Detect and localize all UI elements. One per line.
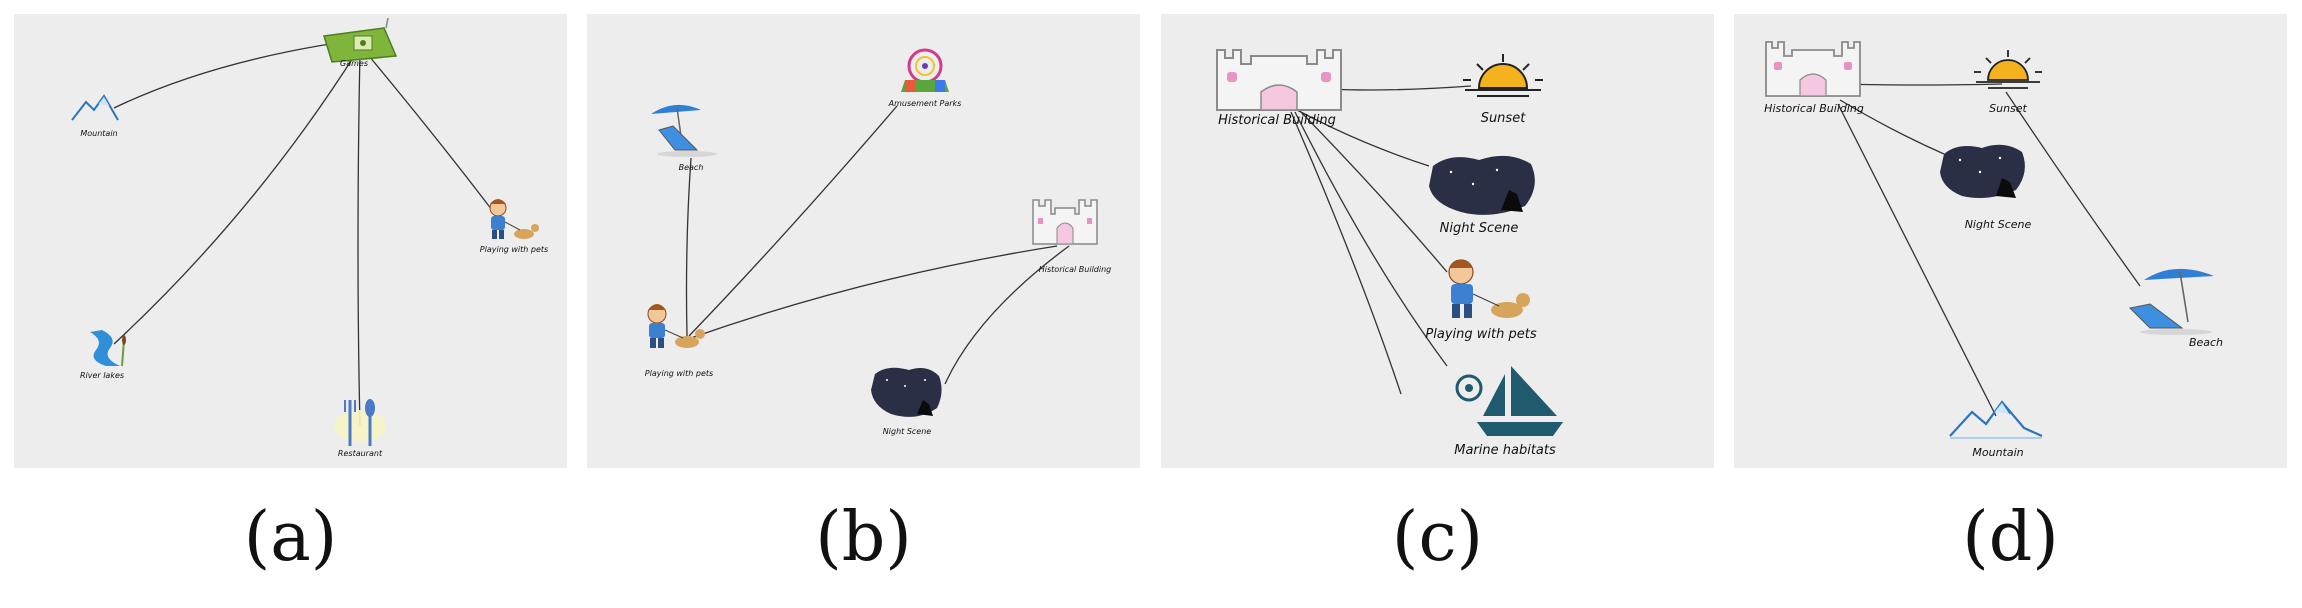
node-label-historical-building: Historical Building: [1039, 265, 1111, 274]
node-beach: Beach: [651, 104, 717, 172]
node-label-playing-with-pets: Playing with pets: [1425, 327, 1536, 342]
sunset-icon: [1974, 50, 2042, 89]
edge-historical-building-night-scene: [944, 245, 1070, 385]
node-mountain: Mountain: [1949, 400, 2043, 459]
node-label-mountain: Mountain: [1972, 446, 2023, 459]
node-mountain: Mountain: [71, 94, 119, 138]
boy-with-dog-icon: [647, 304, 705, 348]
node-playing-with-pets: Playing with pets: [480, 199, 548, 254]
panel-a: Games Mountain Playing with pets: [14, 14, 567, 468]
edges-b: [685, 105, 1070, 385]
graph-a: Games Mountain Playing with pets: [71, 17, 548, 458]
panel-c: Historical Building Sunset: [1161, 14, 1714, 468]
node-label-mountain: Mountain: [80, 129, 117, 138]
mountain-icon: [71, 94, 119, 121]
graph-b: Amusement Parks Beach Historical Buildin…: [645, 48, 1111, 436]
edge-games-mountain: [113, 39, 357, 109]
castle-icon: [1765, 41, 1861, 97]
caption-d: (d): [1962, 498, 2059, 577]
panel-d: Historical Building Sunset: [1734, 14, 2287, 468]
node-river-lakes: River lakes: [80, 330, 126, 380]
games-icon: [323, 17, 398, 63]
node-beach: Beach: [2128, 268, 2223, 349]
node-night-scene: Night Scene: [1429, 155, 1535, 236]
node-label-amusement-parks: Amusement Parks: [888, 99, 962, 108]
node-historical-building: Historical Building: [1764, 41, 1864, 115]
boy-with-dog-icon: [489, 199, 539, 239]
node-restaurant: Restaurant: [334, 399, 386, 458]
edge-beach-playing-with-pets: [685, 157, 692, 337]
node-night-scene: Night Scene: [1940, 144, 2032, 231]
node-historical-building: Historical Building: [1216, 49, 1342, 128]
mountain-icon: [1949, 400, 2043, 439]
night-scene-icon: [1940, 144, 2025, 198]
ferris-wheel-icon: [901, 48, 949, 92]
node-label-sunset: Sunset: [1989, 102, 2027, 115]
beach-chair-icon: [651, 104, 717, 157]
edge-games-playing-with-pets: [363, 49, 493, 211]
river-icon: [90, 330, 126, 367]
node-label-night-scene: Night Scene: [883, 427, 932, 436]
node-games: Games: [323, 17, 398, 68]
edges-a: [113, 39, 493, 427]
node-sunset: Sunset: [1974, 50, 2042, 115]
node-label-playing-with-pets: Playing with pets: [480, 245, 548, 254]
night-scene-icon: [1429, 155, 1535, 215]
edge-historical-building-night-scene: [1839, 99, 1945, 155]
node-label-historical-building: Historical Building: [1764, 102, 1864, 115]
caption-a: (a): [243, 498, 338, 577]
edge-historical-building-playing-with-pets: [1298, 109, 1448, 273]
node-label-games: Games: [340, 59, 368, 68]
edge-historical-building-marine-habitats-2: [1290, 111, 1402, 395]
sailboat-icon: [1455, 366, 1563, 436]
night-scene-icon: [871, 367, 942, 417]
edge-historical-building-sunset: [1837, 83, 2003, 86]
graph-c: Historical Building Sunset: [1216, 49, 1563, 458]
caption-b: (b): [815, 498, 912, 577]
node-historical-building: Historical Building: [1032, 199, 1111, 274]
node-label-marine-habitats: Marine habitats: [1454, 443, 1556, 458]
node-amusement-parks: Amusement Parks: [888, 48, 962, 108]
castle-icon: [1216, 49, 1342, 111]
edge-amusement-parks-playing-with-pets: [688, 105, 898, 337]
edge-historical-building-mountain: [1837, 103, 1997, 417]
node-label-historical-building: Historical Building: [1218, 113, 1336, 128]
edges-d: [1837, 83, 2141, 417]
node-label-night-scene: Night Scene: [1440, 221, 1519, 236]
node-sunset: Sunset: [1463, 54, 1543, 126]
node-night-scene: Night Scene: [871, 367, 942, 436]
edge-historical-building-marine-habitats: [1294, 111, 1448, 367]
sunset-icon: [1463, 54, 1543, 97]
node-label-playing-with-pets: Playing with pets: [645, 369, 713, 378]
panel-b: Amusement Parks Beach Historical Buildin…: [587, 14, 1140, 468]
beach-chair-icon: [2128, 268, 2214, 335]
boy-with-dog-icon: [1448, 259, 1530, 318]
node-marine-habitats: Marine habitats: [1454, 366, 1563, 458]
edge-games-restaurant: [357, 49, 361, 427]
node-label-night-scene: Night Scene: [1965, 218, 2032, 231]
edge-historical-building-night-scene: [1296, 109, 1430, 167]
castle-icon: [1032, 199, 1098, 245]
node-label-river-lakes: River lakes: [80, 371, 124, 380]
node-playing-with-pets: Playing with pets: [1425, 259, 1537, 342]
edge-historical-building-playing-with-pets: [690, 245, 1058, 339]
node-playing-with-pets: Playing with pets: [645, 304, 713, 378]
edge-sunset-beach: [2005, 91, 2141, 287]
node-label-restaurant: Restaurant: [338, 449, 383, 458]
edges-c: [1288, 85, 1472, 395]
graph-d: Historical Building Sunset: [1764, 41, 2223, 459]
restaurant-icon: [334, 399, 386, 446]
node-label-beach: Beach: [679, 163, 704, 172]
node-label-sunset: Sunset: [1481, 111, 1527, 126]
edge-games-river-lakes: [113, 49, 359, 345]
caption-c: (c): [1391, 498, 1484, 577]
node-label-beach: Beach: [2189, 336, 2223, 349]
